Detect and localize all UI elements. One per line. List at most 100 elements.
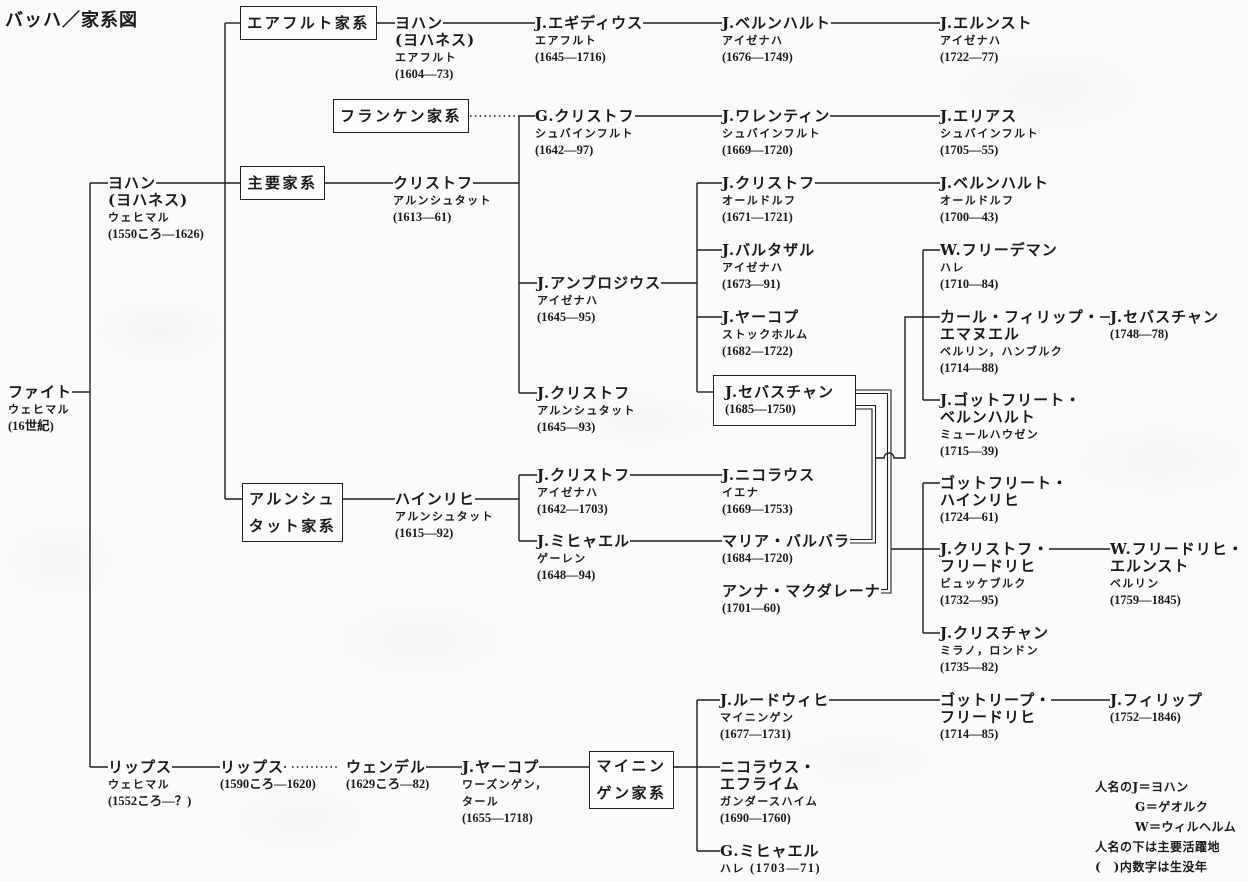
person-place: ハレ (720, 861, 745, 875)
person-dates: (1629ころ—82) (346, 776, 430, 791)
person-dates: (1690—1760) (720, 810, 791, 825)
legend-item-w: W＝ウィルヘルム (1135, 820, 1237, 834)
person-dates: (1685—1750) (725, 402, 796, 416)
person-j-michael: J.ミヒャエル ゲーレン (1648—94) (537, 531, 631, 584)
person-j-christoph-friedrich: J.クリストフ・ フリードリヒ ビュッケブルク (1732—95) (940, 539, 1050, 609)
person-dates: (1732—95) (940, 592, 999, 607)
person-name: ウェンデル (346, 757, 427, 776)
person-j-christian: J.クリスチャン ミラノ，ロンドン (1735—82) (940, 624, 1050, 676)
person-name-line2: フリードリヒ (940, 556, 1037, 575)
person-dates: (16世紀) (8, 418, 54, 433)
branch-label: マイニン (596, 757, 667, 775)
person-wendel: ウェンデル (1629ころ—82) (346, 757, 430, 793)
person-j-sebastian-jr: J.セバスチャン (1748—78) (1110, 308, 1220, 343)
person-w-friedemann: W.フリーデマン ハレ (1710—84) (940, 240, 1058, 293)
person-johannes-erfurt: ヨハン (ヨハネス) エアフルト (1604—73) (395, 13, 476, 83)
person-name: J.ミヒャエル (537, 531, 631, 550)
person-nikolaus-ephraim: ニコラウス・ エフライム ガンダースハイム (1690—1760) (720, 758, 819, 827)
person-dates: (1705—55) (940, 142, 999, 157)
person-dates: (1655—1718) (462, 810, 533, 825)
person-j-sebastian-box: J.セバスチャン (1685—1750) (713, 375, 856, 426)
legend-item-j: 人名のJ＝ヨハン (1095, 780, 1189, 794)
person-dates: (1676—1749) (722, 49, 793, 64)
person-name: W.フリーデマン (940, 240, 1058, 259)
person-dates: (1724—61) (940, 509, 999, 524)
branch-box-arnstadt: アルンシュ タット家系 (242, 483, 343, 542)
person-name: J.クリストフ・ (940, 539, 1050, 558)
person-dates: (1615—92) (395, 525, 454, 540)
person-place-line2: タール (462, 794, 500, 808)
person-j-christoph-arnstadt: J.クリストフ アルンシュタット (1645—93) (537, 383, 636, 436)
person-place: アルンシュタット (537, 403, 636, 417)
person-place: ハレ (940, 260, 965, 274)
person-j-jacob-wasungen: J.ヤーコプ ワーズンゲン， タール (1655—1718) (462, 757, 548, 827)
person-name: J.ヤーコプ (722, 307, 800, 326)
person-dates: (1550ころ—1626) (108, 226, 204, 241)
person-name: J.ヤーコプ (462, 757, 540, 776)
person-dates: (1613—61) (393, 209, 452, 224)
person-place: アルンシュタット (395, 509, 494, 523)
person-place: シュバインフルト (940, 126, 1039, 140)
person-name-line2: (ヨハネス) (395, 30, 476, 49)
person-j-elias: J.エリアス シュバインフルト (1705—55) (940, 107, 1039, 159)
person-w-friedrich-ernst: W.フリードリヒ・ エルンスト ベルリン (1759—1845) (1110, 540, 1244, 609)
person-dates: (1604—73) (395, 66, 454, 81)
person-dates: (1722—77) (940, 49, 999, 64)
person-christoph: クリストフ アルンシュタット (1613—61) (393, 174, 492, 226)
person-place: ワーズンゲン， (462, 777, 548, 791)
branch-box-meiningen: マイニン ゲン家系 (589, 751, 674, 809)
person-dates: (1714—88) (940, 360, 999, 375)
person-dates: (1648—94) (537, 567, 596, 582)
branch-label: アルンシュ (248, 489, 337, 508)
person-name: J.クリストフ (537, 383, 631, 402)
person-dates: (1677—1731) (720, 726, 791, 741)
person-j-ambrosius: J.アンブロジウス アイゼナハ (1645—95) (537, 273, 662, 326)
branch-label: 主要家系 (247, 173, 318, 192)
person-dates: (1701—60) (722, 600, 781, 615)
person-dates: (1645—93) (537, 419, 596, 434)
person-place: アイゼナハ (537, 485, 599, 499)
person-name: G.クリストフ (535, 106, 635, 125)
person-place: シュバインフルト (535, 126, 634, 140)
person-place: オールドルフ (940, 193, 1015, 207)
person-dates: (1752—1846) (1110, 709, 1181, 724)
person-j-jacob-stockholm: J.ヤーコプ ストックホルム (1682—1722) (722, 307, 809, 360)
person-dates: (1669—1720) (722, 142, 793, 157)
person-place: エアフルト (395, 50, 457, 64)
legend-item-place-note: 人名の下は主要活躍地 (1095, 840, 1221, 854)
person-name: J.ルードウィヒ (720, 690, 830, 709)
connector-maria-children (875, 316, 1110, 459)
person-dates: (1700—43) (940, 209, 999, 224)
person-dates: (1669—1753) (722, 501, 793, 516)
person-dates: (1759—1845) (1110, 592, 1181, 607)
person-dates: (1748—78) (1110, 326, 1169, 341)
person-johannes-wechmar: ヨハン (ヨハネス) ウェヒマル (1550ころ—1626) (108, 174, 204, 243)
person-dates: (1682—1722) (722, 343, 793, 358)
person-j-bernhard-eisenach: J.ベルンハルト アイゼナハ (1676—1749) (722, 14, 831, 66)
person-name: ヨハン (395, 13, 444, 32)
person-place: マイニンゲン (720, 710, 795, 724)
person-place: オールドルフ (722, 193, 797, 207)
legend-item-g: G＝ゲオルク (1135, 800, 1209, 814)
person-place: エアフルト (535, 33, 597, 47)
person-j-nikolaus: J.ニコラウス イエナ (1669—1753) (722, 466, 816, 518)
person-place: アイゼナハ (722, 33, 784, 47)
person-place: ベルリン，ハンブルク (940, 344, 1064, 358)
person-place: ウェヒマル (108, 777, 170, 791)
person-name: マリア・バルバラ (722, 531, 851, 550)
person-j-christoph-eisenach: J.クリストフ アイゼナハ (1642—1703) (537, 465, 631, 518)
person-place: ミラノ，ロンドン (940, 643, 1039, 657)
person-name-line2: ハインリヒ (940, 490, 1020, 509)
branch-label: タット家系 (248, 516, 337, 535)
person-name: J.セバスチャン (725, 383, 835, 401)
person-place: アルンシュタット (393, 193, 492, 207)
legend: 人名のJ＝ヨハン G＝ゲオルク W＝ウィルヘルム 人名の下は主要活躍地 ( )内… (1095, 777, 1236, 877)
person-place: ガンダースハイム (720, 794, 819, 808)
person-name: J.クリストフ (537, 465, 631, 484)
person-j-christoph-ohrdruf: J.クリストフ オールドルフ (1671—1721) (722, 174, 816, 226)
person-j-ludwig: J.ルードウィヒ マイニンゲン (1677—1731) (720, 690, 830, 743)
person-name: ゴットリープ・ (940, 690, 1052, 709)
person-place: ベルリン (1110, 576, 1160, 590)
person-name: J.アンブロジウス (537, 273, 662, 292)
person-j-bernhard-ohrdruf: J.ベルンハルト オールドルフ (1700—43) (940, 174, 1049, 226)
